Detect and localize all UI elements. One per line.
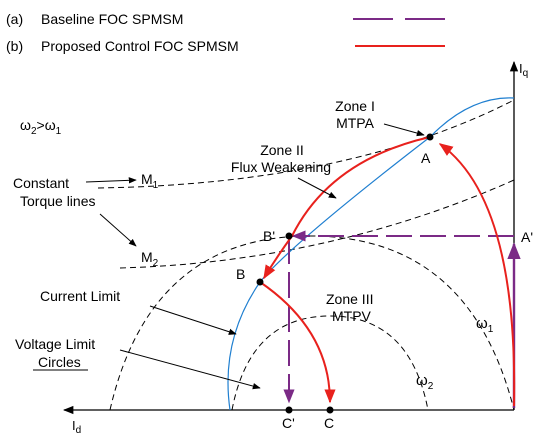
point-c-label: C (324, 415, 334, 431)
torque-label-line1: Constant (13, 175, 69, 191)
axes: Iq Id (62, 60, 528, 436)
voltage-limit-label-line2: Circles (38, 354, 81, 370)
speed-relation: ω2>ω1 (20, 117, 62, 137)
torque-annotations: Constant Torque lines M1 M2 (13, 171, 159, 269)
point-c-dot (326, 406, 334, 414)
legend-baseline-text: Baseline FOC SPMSM (41, 11, 183, 27)
legend-proposed-tag: (b) (6, 38, 23, 54)
voltage-circle-outer (109, 235, 515, 411)
voltage-limit-pointer-b (119, 349, 261, 390)
torque-m1-label: M1 (141, 171, 159, 191)
id-axis-label: Id (72, 418, 81, 436)
constant-torque-lines (97, 99, 515, 269)
iq-axis-label: Iq (519, 61, 528, 79)
torque-label-line2: Torque lines (20, 193, 96, 209)
speed-w2-label: ω2 (416, 372, 434, 392)
zone2-subtitle: Flux Weakening (231, 159, 331, 175)
zone3-title: Zone III (326, 291, 373, 307)
point-b-dot (256, 278, 264, 286)
zone2-title: Zone II (260, 142, 304, 158)
proposed-segment-b-to-c (259, 281, 336, 404)
zone2-pointer (297, 177, 337, 199)
voltage-limit-label-line1: Voltage Limit (15, 336, 95, 352)
legend-proposed-text: Proposed Control FOC SPMSM (41, 38, 239, 54)
zone1-subtitle: MTPA (336, 115, 375, 131)
proposed-trajectory (259, 136, 516, 407)
point-aprime-label: A' (521, 229, 533, 245)
voltage-circle-inner (231, 315, 429, 411)
torque-line-m2 (119, 179, 515, 269)
proposed-segment-a-to-b (263, 136, 431, 280)
legend-baseline-tag: (a) (6, 11, 23, 27)
voltage-limit-circles (109, 235, 515, 411)
torque-m2-label: M2 (141, 249, 159, 269)
point-a-dot (426, 133, 434, 141)
point-bprime-label: B' (263, 228, 275, 244)
current-limit-label: Current Limit (40, 288, 120, 304)
current-limit-pointer (149, 305, 237, 335)
point-a-label: A (421, 150, 431, 166)
operating-points: A A' B' B C' C (236, 133, 533, 431)
torque-pointer-m2 (99, 213, 137, 247)
point-b-label: B (236, 266, 245, 282)
proposed-segment-origin-to-a (438, 143, 516, 407)
zone1-pointer (383, 123, 425, 137)
legend: (a) Baseline FOC SPMSM (b) Proposed Cont… (6, 11, 445, 54)
zone1-title: Zone I (335, 98, 375, 114)
point-bprime-dot (285, 232, 293, 240)
point-cprime-dot (285, 406, 293, 414)
limit-annotations: Current Limit Voltage Limit Circles (15, 288, 261, 390)
speed-w1-label: ω1 (476, 315, 494, 335)
zone-annotations: Zone I MTPA Zone II Flux Weakening Zone … (231, 98, 425, 324)
zone3-subtitle: MTPV (332, 308, 372, 324)
point-cprime-label: C' (282, 415, 295, 431)
torque-pointer-m1 (85, 177, 137, 184)
torque-line-m1 (97, 99, 515, 189)
